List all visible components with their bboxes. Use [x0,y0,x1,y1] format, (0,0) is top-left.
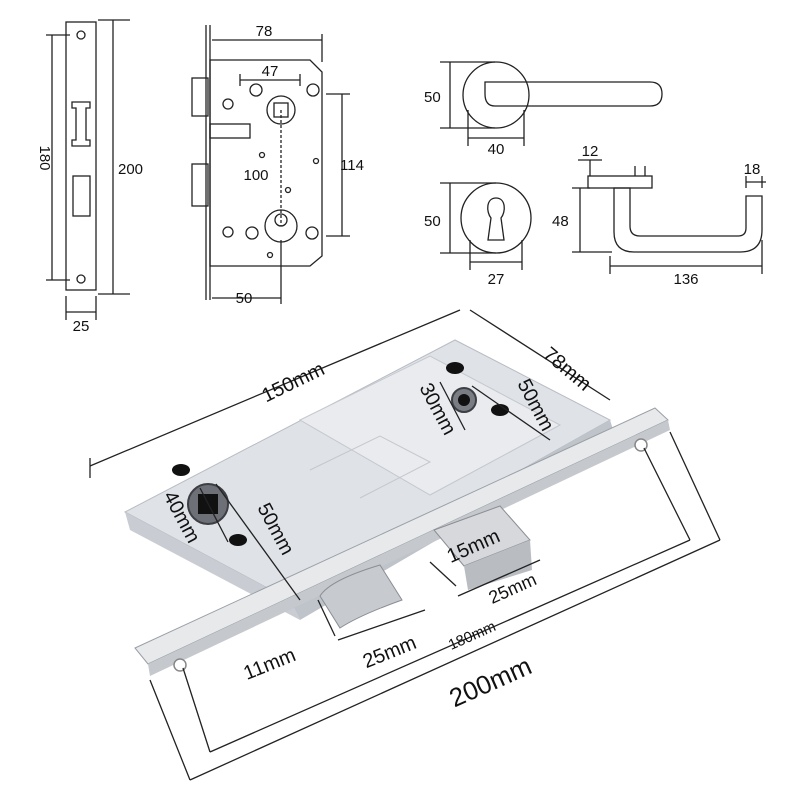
faceplate-bottom-screw [76,274,86,284]
label-25: 25 [73,318,90,335]
spindle-hub [266,95,296,125]
photo-screw-hole-2 [229,534,247,546]
dim-line-50mm-cyl [471,385,551,441]
label-100: 100 [243,167,268,184]
faceplate-top-screw [76,30,86,40]
escutcheon-view [440,182,532,270]
dim-line-200mm [189,539,721,781]
escutcheon-circle [460,182,532,254]
photo-screw-hole-3 [446,362,464,374]
screw-hole-left-bottom [222,226,234,238]
lock-body-view [191,25,350,304]
photo-dimension-lines [89,309,721,781]
dim-line-25mm-deadbolt [457,559,541,597]
label-48: 48 [552,213,569,230]
dim-line-11mm [317,599,336,637]
label-esc-50: 50 [424,213,441,230]
label-50-backset: 50 [236,290,253,307]
lock-inner-plate [298,355,562,496]
dim-line-25mm-latch [337,609,426,641]
dead-bolt [191,163,209,207]
photo-screw-hole-1 [172,464,190,476]
label-180: 180 [36,145,53,170]
rose-circle [462,61,530,129]
label-esc-27: 27 [488,271,505,288]
label-114: 114 [340,157,364,174]
body-case [209,59,323,267]
dim-line-30mm [439,381,466,431]
faceplate-view [46,19,130,320]
lock-photo [123,339,670,676]
deadbolt-slot [72,175,91,217]
photo-screw-hole-4 [491,404,509,416]
dim-line-15mm [429,561,457,587]
label-18: 18 [744,161,761,178]
keyhole [487,197,505,241]
label-136: 136 [673,271,698,288]
handle-side-view [572,159,766,274]
label-150mm: 150mm [259,358,329,407]
dim-line-150mm [89,309,461,467]
photo-faceplate-hole-1 [173,658,187,672]
label-25mm-latch: 25mm [360,632,420,673]
dim-line-180mm [209,539,691,753]
screw-hole-left-top [222,98,234,110]
handle-lever [484,81,663,107]
photo-latch-bolt [319,564,403,629]
faceplate-outline [65,21,97,291]
latch-slot [71,101,91,147]
label-200: 200 [118,161,143,178]
label-47: 47 [262,63,279,80]
label-200mm: 200mm [445,650,536,713]
latch-bolt [191,77,209,117]
slot [209,123,251,139]
handle-rose-view [440,61,663,146]
handle-lever-side [613,187,763,253]
dim-line-78mm [469,309,611,401]
label-rose-50: 50 [424,89,441,106]
label-12: 12 [582,143,599,160]
dim-line-40mm [199,487,229,543]
label-78: 78 [256,23,273,40]
dim-line-50mm-sq [215,483,301,601]
handle-base-plate [587,175,653,189]
label-11mm: 11mm [241,644,299,685]
label-180mm: 180mm [446,618,499,654]
label-rose-40: 40 [488,141,505,158]
